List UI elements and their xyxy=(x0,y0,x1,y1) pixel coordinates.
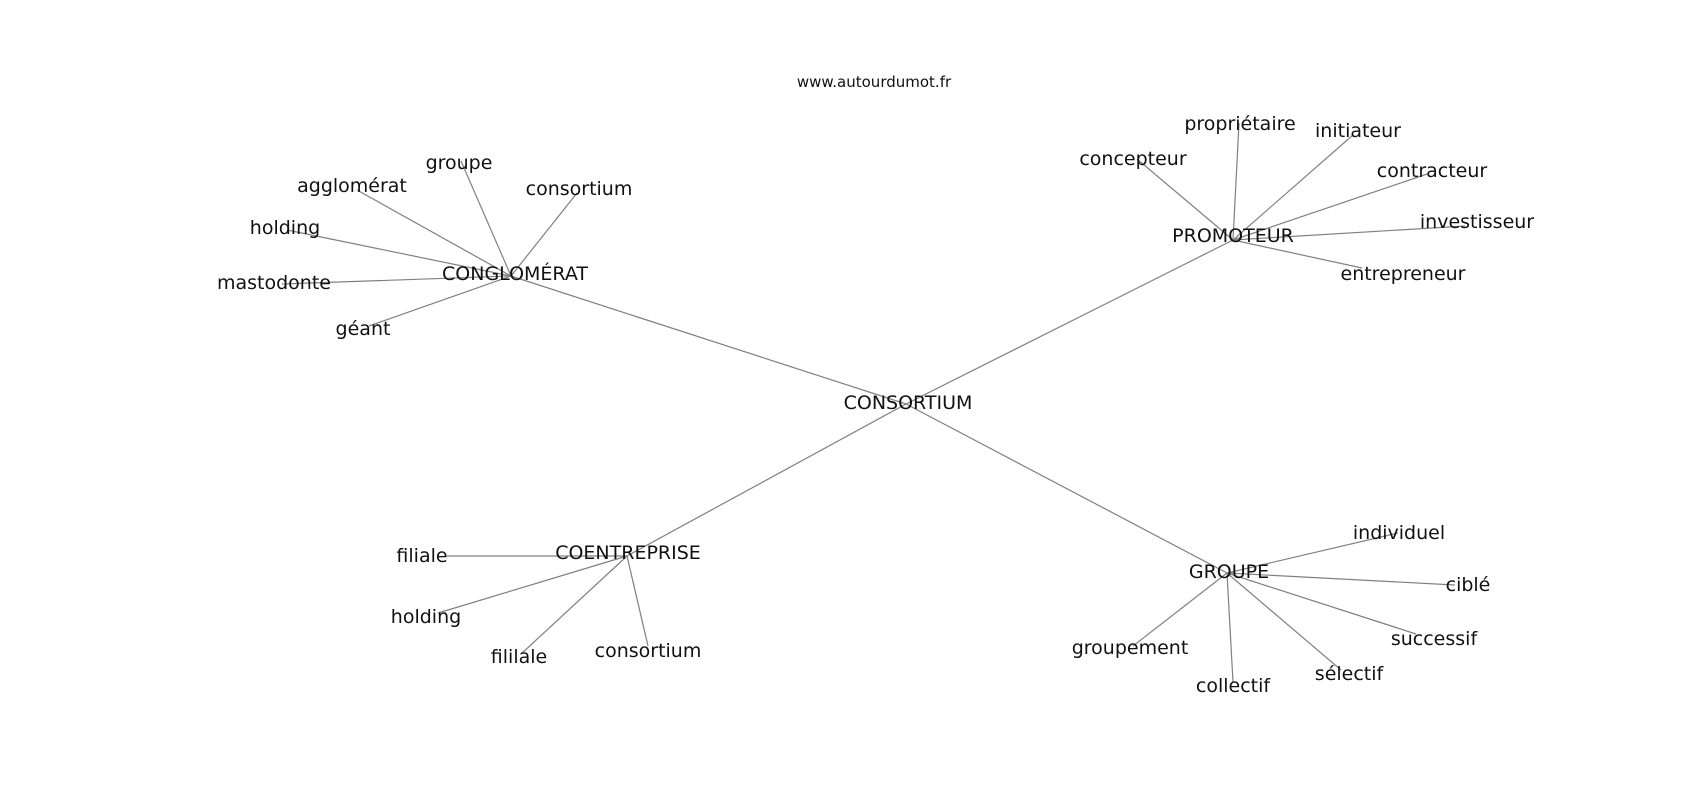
hub-leaf-edge xyxy=(1226,572,1342,671)
leaf-node[interactable]: consortium xyxy=(525,178,633,200)
graph-edges xyxy=(281,122,1466,683)
hub-leaf-edge xyxy=(1226,572,1456,586)
leaf-node[interactable]: groupement xyxy=(1071,637,1189,659)
hub-leaf-edge xyxy=(1226,572,1234,683)
leaf-node[interactable]: géant xyxy=(335,318,391,340)
center-hub-edge xyxy=(905,239,1234,405)
leaf-node[interactable]: successif xyxy=(1390,628,1478,650)
hub-leaf-edge xyxy=(520,555,628,655)
leaf-node[interactable]: concepteur xyxy=(1079,148,1187,170)
hub-leaf-edge xyxy=(281,275,512,285)
leaf-node[interactable]: initiateur xyxy=(1315,120,1401,142)
hub-node[interactable]: GROUPE xyxy=(1188,561,1270,583)
hub-node[interactable]: PROMOTEUR xyxy=(1172,225,1294,247)
leaf-node[interactable]: holding xyxy=(249,217,321,239)
leaf-node[interactable]: investisseur xyxy=(1419,211,1535,233)
leaf-node[interactable]: entrepreneur xyxy=(1340,263,1466,285)
hub-node[interactable]: COENTREPRISE xyxy=(555,542,701,564)
leaf-node[interactable]: consortium xyxy=(594,640,702,662)
hub-leaf-edge xyxy=(368,275,512,327)
center-hub-edge xyxy=(905,403,1228,574)
leaf-node[interactable]: agglomérat xyxy=(297,175,407,197)
hub-leaf-edge xyxy=(510,192,578,277)
leaf-node[interactable]: individuel xyxy=(1352,522,1446,544)
leaf-node[interactable]: fililale xyxy=(490,646,548,668)
hub-node[interactable]: CONGLOMÉRAT xyxy=(442,263,588,285)
hub-leaf-edge xyxy=(1132,572,1228,647)
site-watermark: www.autourdumot.fr xyxy=(796,73,952,91)
hub-leaf-edge xyxy=(1226,572,1417,635)
hub-leaf-edge xyxy=(1232,122,1240,241)
leaf-node[interactable]: filiale xyxy=(396,545,448,567)
leaf-node[interactable]: contracteur xyxy=(1376,160,1488,182)
hub-leaf-edge xyxy=(1226,532,1399,574)
hub-leaf-edge xyxy=(437,555,628,614)
hub-leaf-edge xyxy=(1232,173,1428,241)
leaf-node[interactable]: holding xyxy=(390,606,462,628)
leaf-node[interactable]: ciblé xyxy=(1445,574,1491,596)
hub-leaf-edge xyxy=(460,160,512,277)
center-node[interactable]: CONSORTIUM xyxy=(843,392,973,414)
hub-leaf-edge xyxy=(626,555,649,647)
leaf-node[interactable]: sélectif xyxy=(1314,663,1384,685)
hub-leaf-edge xyxy=(286,229,512,277)
leaf-node[interactable]: propriétaire xyxy=(1184,113,1296,135)
hub-leaf-edge xyxy=(356,189,512,277)
hub-leaf-edge xyxy=(1232,225,1466,241)
hub-leaf-edge xyxy=(1232,134,1354,241)
center-hub-edge xyxy=(510,275,907,405)
hub-leaf-edge xyxy=(1232,239,1363,269)
hub-leaf-edge xyxy=(1136,158,1234,241)
leaf-node[interactable]: groupe xyxy=(425,152,493,174)
leaf-node[interactable]: collectif xyxy=(1195,675,1271,697)
center-hub-edge xyxy=(626,403,907,557)
leaf-node[interactable]: mastodonte xyxy=(217,272,331,294)
